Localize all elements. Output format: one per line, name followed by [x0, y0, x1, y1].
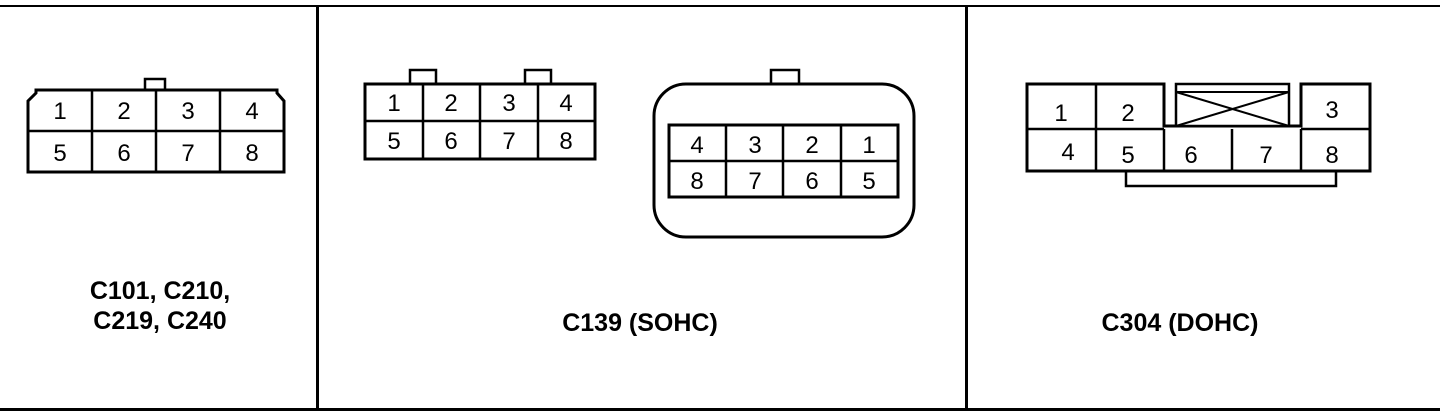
pin-label: 3 — [1325, 97, 1338, 124]
pin-label: 1 — [53, 98, 66, 125]
connector-latch — [408, 68, 438, 86]
connector-c139-diagram: 1 2 3 4 5 6 7 8 4 3 2 1 8 7 6 5 — [363, 68, 916, 239]
pin-label: 7 — [181, 140, 194, 167]
pin-label: 5 — [1121, 142, 1134, 169]
connector-latch — [769, 68, 801, 86]
pin-label: 2 — [117, 98, 130, 125]
pin-label: 2 — [805, 132, 818, 159]
label-line: C304 (DOHC) — [1101, 309, 1259, 337]
divider-left — [316, 6, 319, 410]
pin-label: 8 — [559, 128, 572, 155]
pin-label: 1 — [862, 132, 875, 159]
pin-label: 8 — [245, 140, 258, 167]
connector-label-right: C304 (DOHC) — [1030, 308, 1330, 338]
label-line: C101, C210, — [89, 277, 231, 305]
pin-label: 6 — [805, 168, 818, 195]
pin-label: 4 — [690, 132, 703, 159]
pin-label: 2 — [444, 90, 457, 117]
pin-label: 6 — [117, 140, 130, 167]
pin-label: 3 — [748, 132, 761, 159]
pin-label: 1 — [387, 90, 400, 117]
pin-label: 6 — [1184, 142, 1197, 169]
pin-label: 7 — [748, 168, 761, 195]
connector-label-left: C101, C210, C219, C240 — [40, 276, 280, 336]
pin-label: 5 — [387, 128, 400, 155]
connector-latch — [523, 68, 553, 86]
connector-body — [1025, 82, 1372, 173]
blanked-cavity — [1174, 82, 1291, 128]
pin-label: 6 — [444, 128, 457, 155]
pin-label: 4 — [1061, 139, 1074, 166]
pin-label: 5 — [53, 140, 66, 167]
pin-label: 4 — [245, 98, 258, 125]
pin-label: 7 — [502, 128, 515, 155]
top-border — [0, 5, 1440, 7]
pin-label: 4 — [559, 90, 572, 117]
connector-latch — [143, 77, 167, 92]
pin-label: 2 — [1121, 100, 1134, 127]
pin-label: 8 — [690, 168, 703, 195]
pin-label: 8 — [1325, 142, 1338, 169]
pin-label: 5 — [862, 168, 875, 195]
label-line: C219, C240 — [93, 307, 227, 335]
pin-label: 7 — [1259, 142, 1272, 169]
connector-c304-diagram: 1 2 3 4 5 6 7 8 — [1025, 82, 1372, 188]
connector-c101-diagram: 1 2 3 4 5 6 7 8 — [26, 77, 286, 174]
label-line: C139 (SOHC) — [562, 309, 718, 337]
pin-label: 1 — [1054, 100, 1067, 127]
pin-label: 3 — [502, 90, 515, 117]
bottom-border — [0, 408, 1440, 411]
pin-label: 3 — [181, 98, 194, 125]
divider-right — [965, 6, 968, 410]
connector-label-middle: C139 (SOHC) — [470, 308, 810, 338]
connector-skirt — [1124, 171, 1338, 188]
